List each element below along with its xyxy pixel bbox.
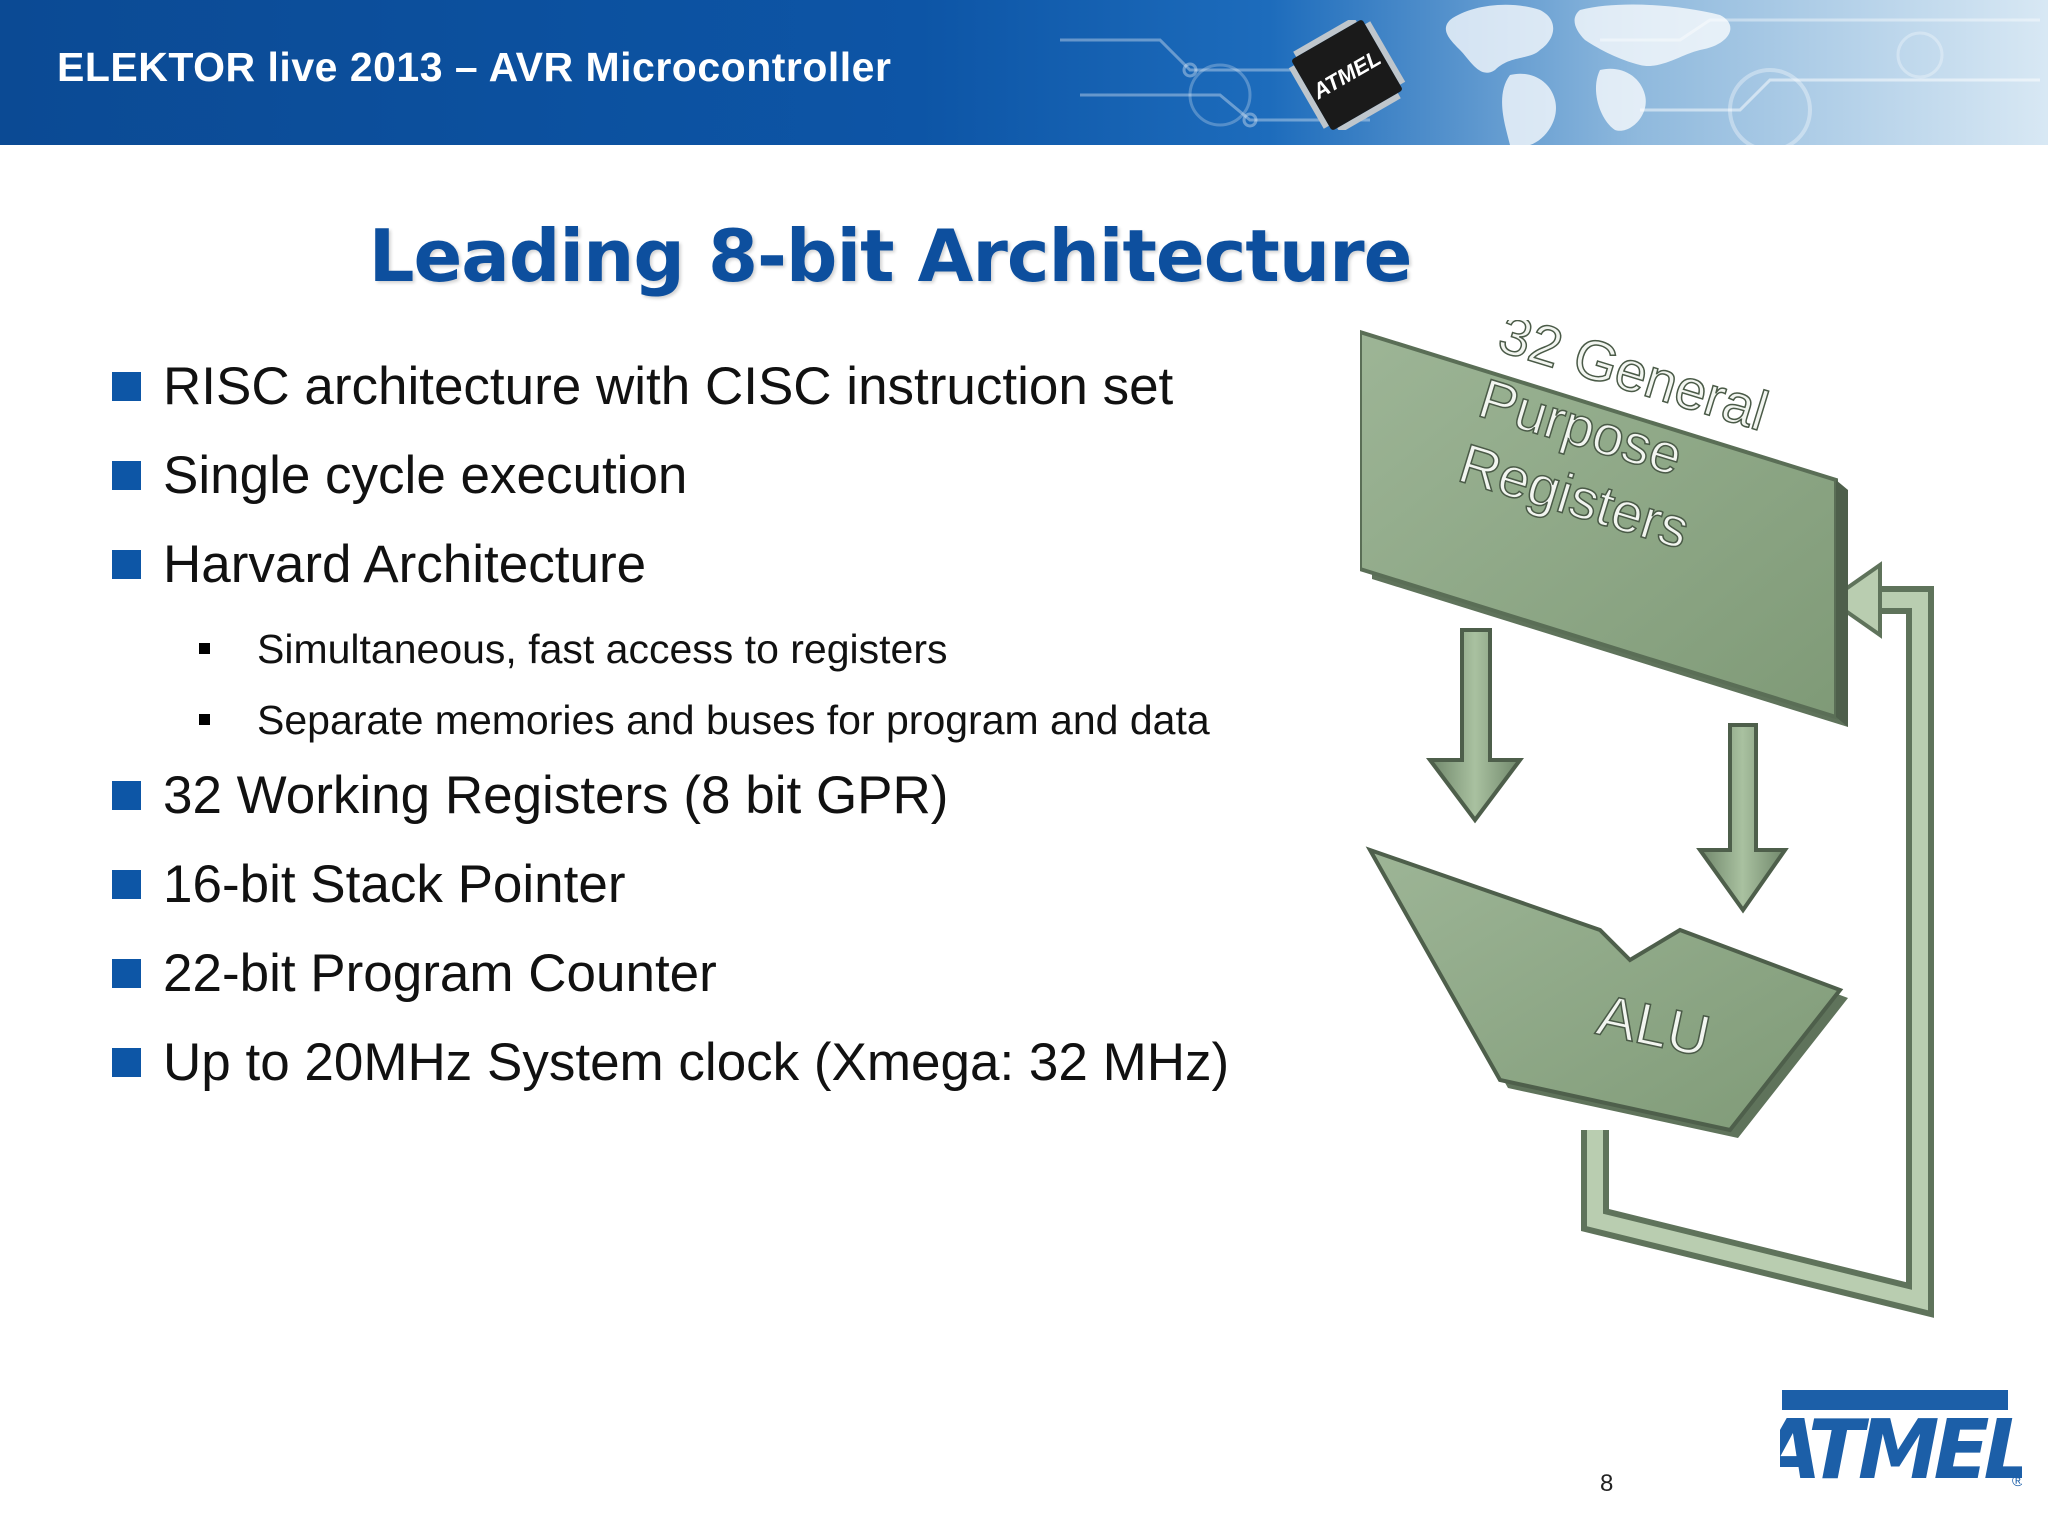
bullet-list: RISC architecture with CISC instruction … xyxy=(110,352,1360,1117)
sub-bullet-text: Separate memories and buses for program … xyxy=(257,697,1210,743)
sub-bullet-item: Simultaneous, fast access to registers xyxy=(110,619,1360,690)
header-banner: ATMEL ELEKTOR live 2013 – AVR Microcontr… xyxy=(0,0,2048,145)
bullet-square-icon xyxy=(112,1048,141,1077)
logo-text: ATMEL xyxy=(1780,1403,2022,1492)
world-map-art xyxy=(1060,4,2040,145)
bullet-item: RISC architecture with CISC instruction … xyxy=(110,352,1360,441)
sub-bullet-item: Separate memories and buses for program … xyxy=(110,690,1360,761)
bullet-text: Up to 20MHz System clock (Xmega: 32 MHz) xyxy=(163,1033,1230,1092)
bullet-square-icon xyxy=(112,461,141,490)
registered-mark: ® xyxy=(2012,1473,2022,1490)
bullet-square-icon xyxy=(112,870,141,899)
bullet-item: Up to 20MHz System clock (Xmega: 32 MHz) xyxy=(110,1028,1360,1117)
bullet-item: 32 Working Registers (8 bit GPR) xyxy=(110,761,1360,850)
bullet-text: Single cycle execution xyxy=(163,446,688,505)
header-title: ELEKTOR live 2013 – AVR Microcontroller xyxy=(57,44,892,90)
chip-icon: ATMEL xyxy=(1288,20,1406,130)
bullet-text: RISC architecture with CISC instruction … xyxy=(163,357,1174,416)
operand-arrow-right xyxy=(1696,723,1789,914)
page-number: 8 xyxy=(1600,1470,1614,1497)
bullet-item: 16-bit Stack Pointer xyxy=(110,850,1360,939)
sub-bullet-square-icon xyxy=(199,643,210,654)
register-alu-diagram: 32 General Purpose Registers ALU xyxy=(1360,320,1934,1318)
bullet-square-icon xyxy=(112,550,141,579)
bullet-item: 22-bit Program Counter xyxy=(110,939,1360,1028)
bullet-text: 32 Working Registers (8 bit GPR) xyxy=(163,766,949,825)
bullet-item: Single cycle execution xyxy=(110,441,1360,530)
sub-bullet-square-icon xyxy=(199,714,210,725)
bullet-item: Harvard Architecture xyxy=(110,530,1360,619)
bullet-text: 22-bit Program Counter xyxy=(163,944,717,1003)
bullet-square-icon xyxy=(112,781,141,810)
register-block: 32 General Purpose Registers xyxy=(1360,320,1848,727)
atmel-logo: ATMEL ® xyxy=(1780,1390,2022,1492)
bullet-text: Harvard Architecture xyxy=(163,535,647,594)
sub-bullet-text: Simultaneous, fast access to registers xyxy=(257,626,948,672)
alu-block: ALU xyxy=(1365,846,1848,1138)
bullet-text: 16-bit Stack Pointer xyxy=(163,855,626,914)
operand-arrow-left xyxy=(1426,628,1524,824)
bullet-square-icon xyxy=(112,959,141,988)
bullet-square-icon xyxy=(112,372,141,401)
feedback-loop-arrow xyxy=(1581,561,1934,1318)
slide-title: Leading 8-bit Architecture xyxy=(368,214,1413,298)
